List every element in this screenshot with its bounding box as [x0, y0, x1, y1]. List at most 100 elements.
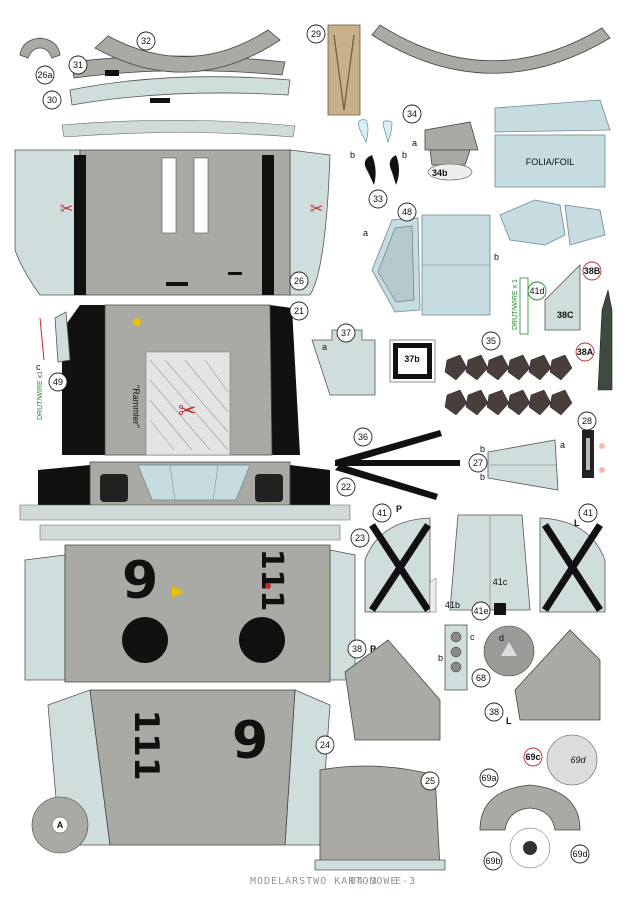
- part-letter: a: [363, 228, 368, 238]
- part-number: 68: [476, 673, 486, 683]
- part-41d-38: DRUT/WIRE x 1 41d 38C 38B 38A: [512, 261, 613, 391]
- part-number: 37b: [404, 354, 420, 364]
- part-35: 35: [444, 331, 573, 416]
- fuselage-part-24: 111 6 24: [47, 689, 335, 846]
- fuselage-part-23: 6 111 23: [24, 524, 370, 683]
- arc-strip-top-right: [371, 24, 611, 74]
- part-number: 35: [486, 336, 496, 346]
- part-number: 38C: [557, 310, 574, 320]
- part-32: 32: [94, 29, 281, 73]
- part-number: 28: [582, 416, 592, 426]
- part-number: 26a: [37, 70, 52, 80]
- part-letter: a: [72, 334, 77, 344]
- part-letter: a: [322, 342, 327, 352]
- part-number: 25: [425, 776, 435, 786]
- part-38-l: 38 L: [484, 629, 601, 726]
- part-26a: 26a: [19, 37, 61, 85]
- kennung-number: 6: [232, 707, 268, 767]
- part-49: DRUT/WIRE x1 49 a b c: [36, 311, 77, 420]
- part-number: 34: [407, 109, 417, 119]
- part-letter: b: [480, 472, 485, 482]
- scissors-icon: ✂: [178, 399, 196, 424]
- part-letter: c: [36, 362, 41, 372]
- fuselage-part-22: 22: [19, 461, 356, 521]
- footer-code: E-3: [395, 876, 416, 887]
- part-34: 34 34b a: [402, 104, 479, 181]
- part-number: 24: [320, 740, 330, 750]
- part-number: 26: [294, 276, 304, 286]
- side-letter: L: [506, 716, 512, 726]
- part-number: 38B: [584, 266, 601, 276]
- part-41-p: 41 P: [364, 503, 431, 613]
- part-28: 28: [577, 411, 605, 478]
- part-number: 34b: [432, 168, 448, 178]
- part-number: 48: [402, 207, 412, 217]
- part-48: 48 a b: [363, 202, 499, 316]
- footer-issue: 04-3: [350, 876, 378, 887]
- part-letter: b: [350, 150, 355, 160]
- part-number: 41b: [445, 600, 460, 610]
- side-letter: P: [370, 644, 376, 654]
- part-68: 68 b c d: [438, 624, 535, 691]
- wire-note: DRUT/WIRE x 1: [512, 279, 519, 330]
- part-number: 30: [47, 95, 57, 105]
- part-number: 32: [141, 36, 151, 46]
- part-number: 36: [358, 432, 368, 442]
- scissors-icon: ✂: [60, 199, 73, 218]
- part-number: 27: [473, 458, 483, 468]
- part-41b-41e: 41b 41e: [429, 577, 506, 621]
- part-33: 33 b b: [350, 119, 407, 209]
- part-27: 27 b b a: [468, 439, 565, 491]
- part-letter: b: [72, 360, 77, 370]
- sheet-footer: MODELARSTWO KARTONOWE 04-3 E-3: [250, 876, 416, 887]
- part-letter: a: [560, 440, 565, 450]
- scissors-icon: ✂: [310, 199, 323, 218]
- part-number: 69b: [485, 856, 500, 866]
- foil-panel: FOLIA/FOIL: [494, 99, 611, 246]
- part-A-disc: A: [31, 796, 89, 854]
- part-29: 29: [306, 24, 361, 116]
- part-number: 69a: [481, 773, 496, 783]
- part-letter: d: [499, 633, 504, 643]
- part-number: 41d: [529, 286, 544, 296]
- fuselage-part-21: ✂ "Rammler" 21: [62, 301, 309, 456]
- part-number: 69d: [570, 755, 586, 765]
- part-69: 69d 69c 69a 69b 69d: [479, 734, 598, 871]
- kennung-number: 111: [126, 710, 166, 781]
- part-number: 38: [489, 707, 499, 717]
- fuselage-part-26: ✂ ✂ 26: [14, 149, 331, 296]
- part-number: 23: [355, 533, 365, 543]
- foil-label: FOLIA/FOIL: [526, 157, 575, 167]
- part-number: 69c: [525, 752, 540, 762]
- part-number: 41: [377, 508, 387, 518]
- part-37: 37 a 37b: [311, 323, 436, 396]
- fuselage-part-25: 25: [314, 765, 446, 871]
- part-number: 41c: [493, 577, 508, 587]
- stencil-text: "Rammler": [131, 385, 141, 428]
- part-number: 22: [341, 482, 351, 492]
- part-number: 33: [373, 194, 383, 204]
- part-number: 37: [341, 328, 351, 338]
- part-letter: c: [470, 632, 475, 642]
- kennung-number: 111: [254, 549, 289, 612]
- part-number: 38: [352, 644, 362, 654]
- wire-note: DRUT/WIRE x1: [37, 371, 44, 420]
- part-38-p: 38 P: [344, 639, 441, 741]
- side-letter: P: [396, 504, 402, 514]
- kennung-number: 6: [122, 547, 158, 607]
- part-number: 41e: [473, 606, 488, 616]
- part-number: 31: [73, 60, 83, 70]
- part-number: 38A: [577, 347, 594, 357]
- part-number: 21: [294, 306, 304, 316]
- part-letter: b: [438, 653, 443, 663]
- part-number: 41: [583, 508, 593, 518]
- part-36: 36: [335, 427, 460, 500]
- part-41c: 41c: [449, 514, 531, 611]
- footer-brand: MODELARSTWO KARTONOWE: [250, 876, 397, 887]
- part-letter: b: [480, 444, 485, 454]
- part-number: 69d: [572, 849, 587, 859]
- part-number: 29: [311, 29, 321, 39]
- part-number: 49: [53, 377, 63, 387]
- part-letter: A: [57, 820, 64, 830]
